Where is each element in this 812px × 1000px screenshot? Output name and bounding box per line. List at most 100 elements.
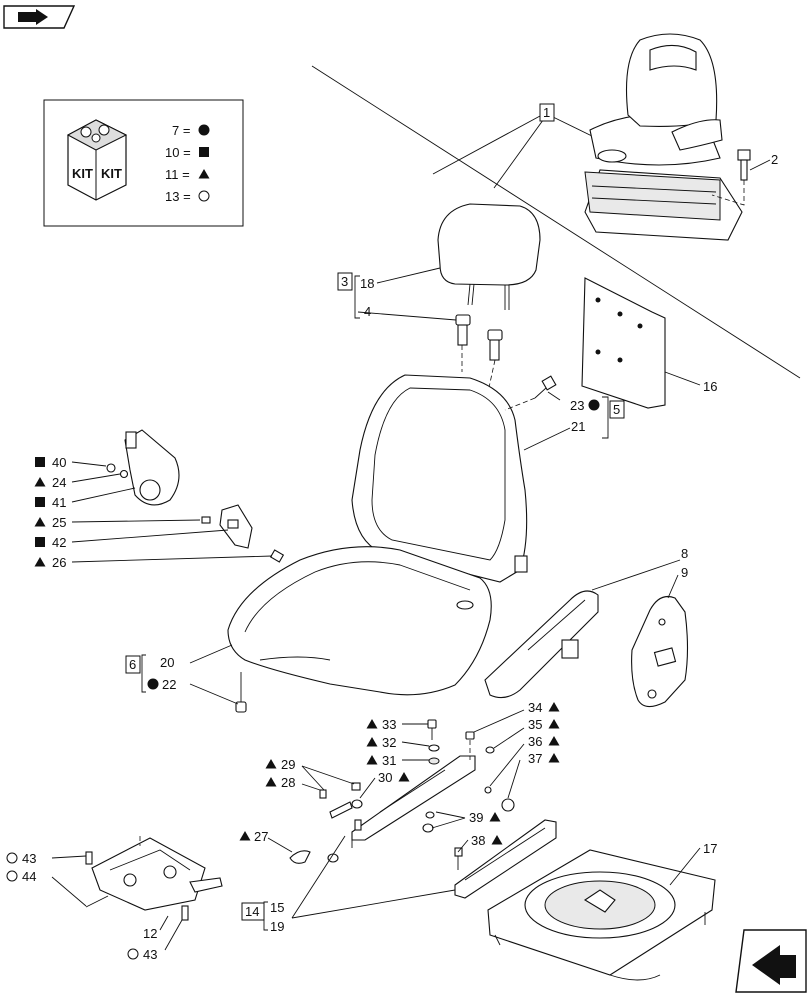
callout-2: 2	[771, 152, 778, 167]
kit-label-left: KIT	[72, 166, 93, 181]
callout-43-top: 43	[22, 851, 36, 866]
side-cover	[631, 595, 689, 708]
callout-18: 18	[360, 276, 374, 291]
filled-triangle-icon	[398, 772, 410, 782]
slide-rail-lower	[454, 819, 557, 899]
ref-box-6: 6	[125, 655, 141, 674]
callout-25: 25	[52, 515, 66, 530]
filled-square-icon	[199, 147, 209, 157]
armrest	[484, 590, 599, 699]
open-circle-icon	[127, 948, 139, 960]
ref-box-5: 5	[609, 400, 625, 419]
open-circle-icon	[198, 190, 210, 202]
callout-37: 37	[528, 751, 542, 766]
callout-42: 42	[52, 535, 66, 550]
filled-square-icon	[35, 537, 45, 547]
callout-30: 30	[378, 770, 392, 785]
callout-36: 36	[528, 734, 542, 749]
ref-box-6-label: 6	[129, 657, 136, 672]
callout-15: 15	[270, 900, 284, 915]
kit-label-right: KIT	[101, 166, 122, 181]
ref-box-3: 3	[337, 272, 353, 291]
frame-line	[311, 65, 801, 379]
filled-triangle-icon	[34, 517, 46, 527]
next-page-icon[interactable]	[735, 929, 807, 993]
leader-lines	[51, 267, 701, 951]
complete-seat-assembly	[584, 33, 743, 241]
legend-entry-7: 7 =	[172, 123, 190, 138]
headrest	[437, 203, 541, 310]
open-circle-icon	[6, 852, 18, 864]
seat-cushion	[227, 546, 492, 696]
callout-41: 41	[52, 495, 66, 510]
filled-circle-icon	[147, 678, 159, 690]
filled-triangle-icon	[265, 777, 277, 787]
callout-28: 28	[281, 775, 295, 790]
leader-line	[749, 159, 771, 171]
ref-box-1-label: 1	[543, 105, 550, 120]
filled-triangle-icon	[491, 835, 503, 845]
ref-box-14-label: 14	[245, 904, 259, 919]
seat-belt-buckle	[219, 504, 253, 549]
nut-24	[119, 469, 129, 479]
callout-29: 29	[281, 757, 295, 772]
filled-triangle-icon	[265, 759, 277, 769]
callout-16: 16	[703, 379, 717, 394]
callout-43-bottom: 43	[143, 947, 157, 962]
callout-26: 26	[52, 555, 66, 570]
callout-17: 17	[703, 841, 717, 856]
previous-page-icon[interactable]	[3, 5, 76, 29]
swivel-base	[487, 849, 716, 981]
callout-23: 23	[570, 398, 584, 413]
filled-triangle-icon	[239, 831, 251, 841]
callouts: 2 18 4 16 23 21 40 24 41 25 42 26 8 9 20…	[6, 152, 778, 962]
callout-4: 4	[364, 304, 371, 319]
mounting-plate	[85, 836, 223, 921]
callout-33: 33	[382, 717, 396, 732]
callout-9: 9	[681, 565, 688, 580]
bolt-22	[235, 672, 247, 713]
bolt-26	[269, 549, 285, 563]
callout-35: 35	[528, 717, 542, 732]
filled-triangle-icon	[34, 557, 46, 567]
callout-31: 31	[382, 753, 396, 768]
handle-27	[289, 850, 311, 864]
callout-8: 8	[681, 546, 688, 561]
leader-line	[432, 115, 541, 175]
legend-entry-10: 10 =	[165, 145, 191, 160]
spacer-25	[201, 516, 211, 524]
ref-box-14: 14	[241, 902, 265, 921]
filled-square-icon	[35, 497, 45, 507]
callout-27: 27	[254, 829, 268, 844]
leader-line	[493, 115, 547, 189]
kit-icon	[66, 119, 128, 201]
filled-circle-icon	[588, 399, 600, 411]
filled-triangle-icon	[366, 719, 378, 729]
ref-box-3-label: 3	[341, 274, 348, 289]
bolt-2	[711, 149, 751, 206]
callout-40: 40	[52, 455, 66, 470]
filled-triangle-icon	[548, 736, 560, 746]
callout-34: 34	[528, 700, 542, 715]
callout-20: 20	[160, 655, 174, 670]
callout-38: 38	[471, 833, 485, 848]
filled-triangle-icon	[548, 719, 560, 729]
slide-rail-upper	[351, 755, 476, 848]
filled-triangle-icon	[548, 702, 560, 712]
callout-44: 44	[22, 869, 36, 884]
callout-19: 19	[270, 919, 284, 934]
washer-40	[106, 463, 116, 473]
open-circle-icon	[6, 870, 18, 882]
leader-line	[550, 115, 597, 139]
filled-triangle-icon	[366, 755, 378, 765]
callout-24: 24	[52, 475, 66, 490]
filled-triangle-icon	[366, 737, 378, 747]
seat-belt-retractor	[124, 429, 180, 506]
legend-entry-13: 13 =	[165, 189, 191, 204]
ref-box-5-label: 5	[613, 402, 620, 417]
backrest-panel-16	[581, 277, 666, 409]
callout-39: 39	[469, 810, 483, 825]
ref-box-1: 1	[539, 103, 555, 122]
filled-triangle-icon	[34, 477, 46, 487]
